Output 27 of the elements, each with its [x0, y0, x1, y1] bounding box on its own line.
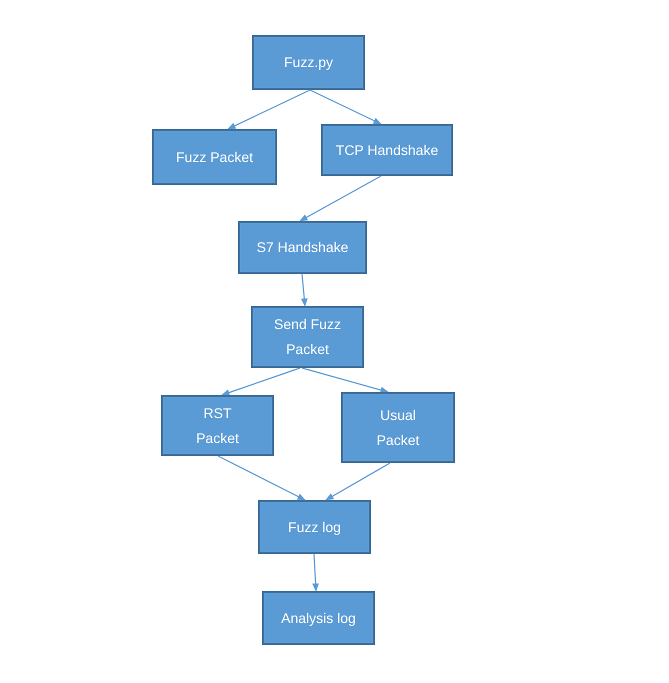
arrow [300, 274, 308, 307]
box-label: TCP Handshake [336, 140, 438, 160]
process-box [238, 221, 367, 274]
box-label: Fuzz.py [284, 53, 333, 72]
box-label: Fuzz log [288, 518, 341, 537]
process-box [341, 392, 455, 463]
arrow [325, 462, 390, 501]
arrow [310, 89, 382, 125]
process-box [152, 129, 277, 185]
box-label: RST Packet [195, 404, 240, 448]
process-box [251, 306, 364, 368]
box-label: S7 Handshake [256, 238, 348, 257]
arrow [218, 455, 306, 501]
process-box [161, 395, 274, 456]
arrow [227, 89, 310, 130]
box-label: Usual Packet [376, 406, 420, 450]
process-box [252, 35, 365, 90]
arrow [299, 175, 382, 222]
arrow [302, 367, 389, 394]
box-label: Analysis log [281, 608, 356, 628]
process-box [321, 124, 453, 176]
process-box [262, 591, 375, 645]
process-box [258, 500, 371, 554]
arrow [312, 554, 319, 592]
box-label: Fuzz Packet [176, 148, 254, 166]
box-label: Send Fuzz Packet [273, 315, 342, 359]
arrow [221, 367, 300, 396]
